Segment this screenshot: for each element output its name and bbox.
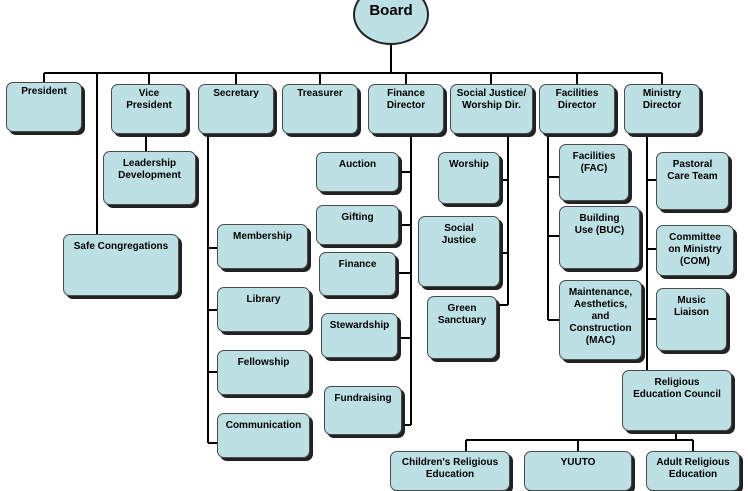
pastoral-care-team-node: Pastoral Care Team xyxy=(656,152,729,210)
yuuto-node: YUUTO xyxy=(524,451,632,491)
fundraising-node: Fundraising xyxy=(324,386,402,435)
facilities-fac-node: Facilities (FAC) xyxy=(559,144,629,201)
adult-religious-education-node: Adult Religious Education xyxy=(646,451,740,491)
finance-node: Finance xyxy=(319,252,396,296)
vice-president-node: Vice President xyxy=(111,84,187,134)
membership-node: Membership xyxy=(217,224,308,269)
worship-node: Worship xyxy=(438,152,500,204)
communication-node: Communication xyxy=(217,413,310,458)
gifting-node: Gifting xyxy=(316,205,399,245)
leadership-development-node: Leadership Development xyxy=(103,151,196,205)
secretary-node: Secretary xyxy=(198,84,274,134)
stewardship-node: Stewardship xyxy=(321,313,398,358)
library-node: Library xyxy=(217,287,310,332)
social-justice-worship-director-node: Social Justice/ Worship Dir. xyxy=(450,84,533,134)
social-justice-node: Social Justice xyxy=(418,216,500,287)
ministry-director-node: Ministry Director xyxy=(624,84,700,134)
treasurer-node: Treasurer xyxy=(282,84,358,134)
connector-lines xyxy=(43,44,694,451)
childrens-religious-education-node: Children's Religious Education xyxy=(390,451,510,491)
fellowship-node: Fellowship xyxy=(217,350,310,395)
building-use-node: Building Use (BUC) xyxy=(559,206,640,269)
maintenance-aesthetics-construction-node: Maintenance, Aesthetics, and Constructio… xyxy=(559,280,642,360)
auction-node: Auction xyxy=(316,152,399,192)
green-sanctuary-node: Green Sanctuary xyxy=(427,296,497,359)
president-node: President xyxy=(6,82,82,132)
safe-congregations-node: Safe Congregations xyxy=(63,234,179,296)
facilities-director-node: Facilities Director xyxy=(539,84,615,134)
religious-education-council-node: Religious Education Council xyxy=(622,370,732,431)
committee-on-ministry-node: Committee on Ministry (COM) xyxy=(656,225,734,276)
music-liaison-node: Music Liaison xyxy=(656,288,727,351)
finance-director-node: Finance Director xyxy=(368,84,444,134)
